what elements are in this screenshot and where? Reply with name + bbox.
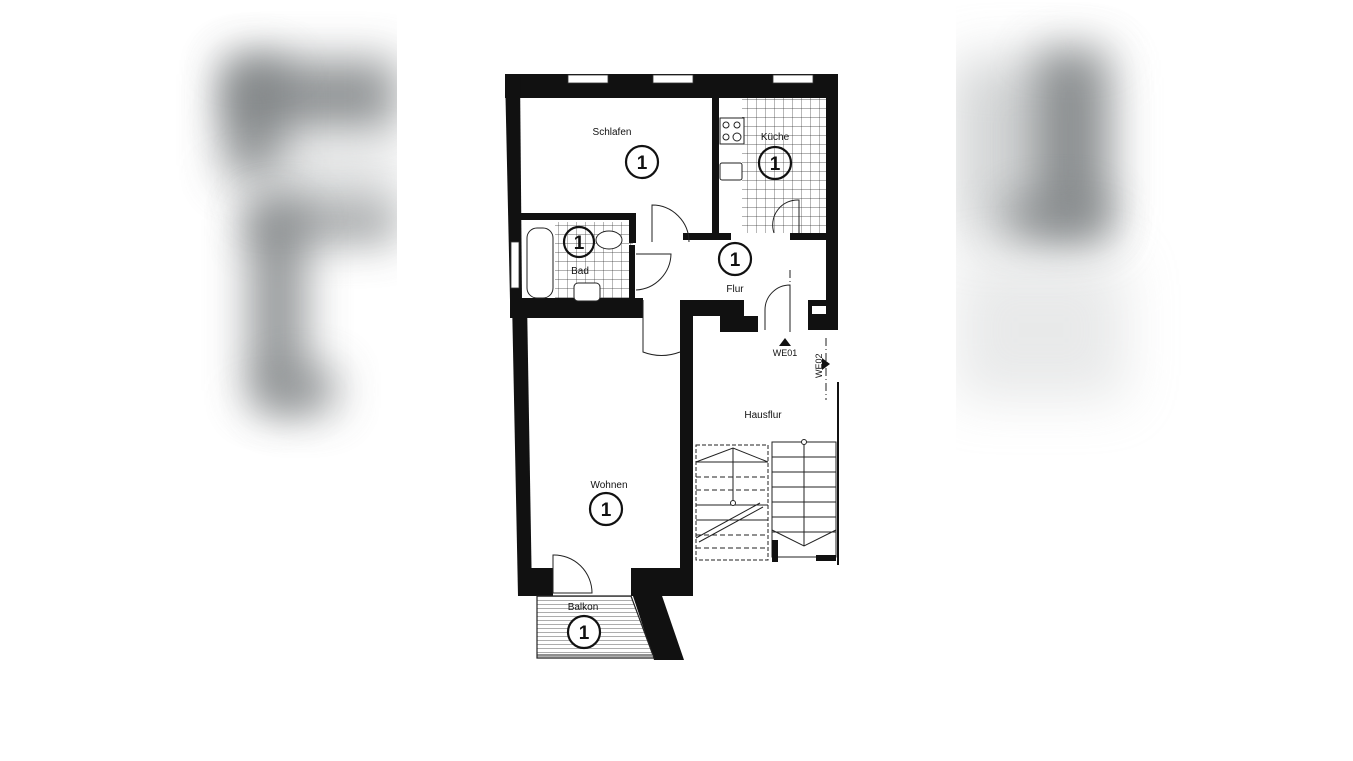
unit-badge-schlafen	[624, 144, 660, 180]
room-label-wohnen: Wohnen	[590, 480, 627, 491]
unit-badge-bad	[562, 225, 596, 259]
kitchen-sink-icon	[719, 162, 743, 181]
stove-icon	[719, 117, 745, 145]
door-kueche	[772, 199, 800, 234]
room-label-flur: Flur	[726, 284, 744, 295]
doors	[552, 199, 800, 594]
bath-fixtures	[526, 227, 623, 302]
entrance-triangle-icon	[779, 338, 791, 346]
blurred-background-right	[956, 0, 1353, 761]
unit-number-kueche: 1	[770, 154, 781, 175]
washbasin-icon	[573, 282, 601, 302]
unit-number-flur: 1	[730, 250, 741, 271]
bathtub-icon	[526, 227, 554, 299]
door-entrance-we01	[764, 284, 791, 330]
room-label-kueche: Küche	[761, 132, 790, 143]
blurred-background-left	[0, 0, 397, 761]
room-label-hausflur: Hausflur	[744, 410, 782, 421]
room-label-bad: Bad	[571, 266, 589, 277]
unit-number-schlafen: 1	[637, 153, 648, 174]
floor-plan: Schlafen Küche Bad Flur Wohnen Balkon Ha…	[505, 74, 839, 660]
windows	[510, 74, 814, 289]
toilet-icon	[595, 230, 623, 250]
unit-number-bad: 1	[574, 233, 585, 254]
door-schlafen	[651, 204, 690, 243]
unit-badge-kueche	[757, 145, 793, 181]
unit-badge-wohnen	[588, 491, 624, 527]
kitchen-fixtures	[719, 117, 745, 181]
door-balkon	[552, 554, 593, 594]
entrance-label-we01: WE01	[773, 348, 798, 358]
room-label-balkon: Balkon	[568, 602, 599, 613]
staircase	[695, 439, 837, 561]
unit-number-wohnen: 1	[601, 500, 612, 521]
unit-badge-balkon	[566, 614, 602, 650]
entrance-triangle-icon	[822, 358, 830, 370]
wall-niche	[812, 306, 826, 314]
unit-number-balkon: 1	[579, 623, 590, 644]
room-label-schlafen: Schlafen	[593, 127, 632, 138]
kitchen-tiles	[742, 97, 827, 233]
door-wohnen	[642, 300, 681, 356]
entrance-label-we02: WE02	[814, 353, 824, 378]
unit-badge-flur	[717, 241, 753, 277]
floor-plan-panel: Schlafen Küche Bad Flur Wohnen Balkon Ha…	[397, 0, 956, 700]
door-bad	[635, 253, 672, 291]
